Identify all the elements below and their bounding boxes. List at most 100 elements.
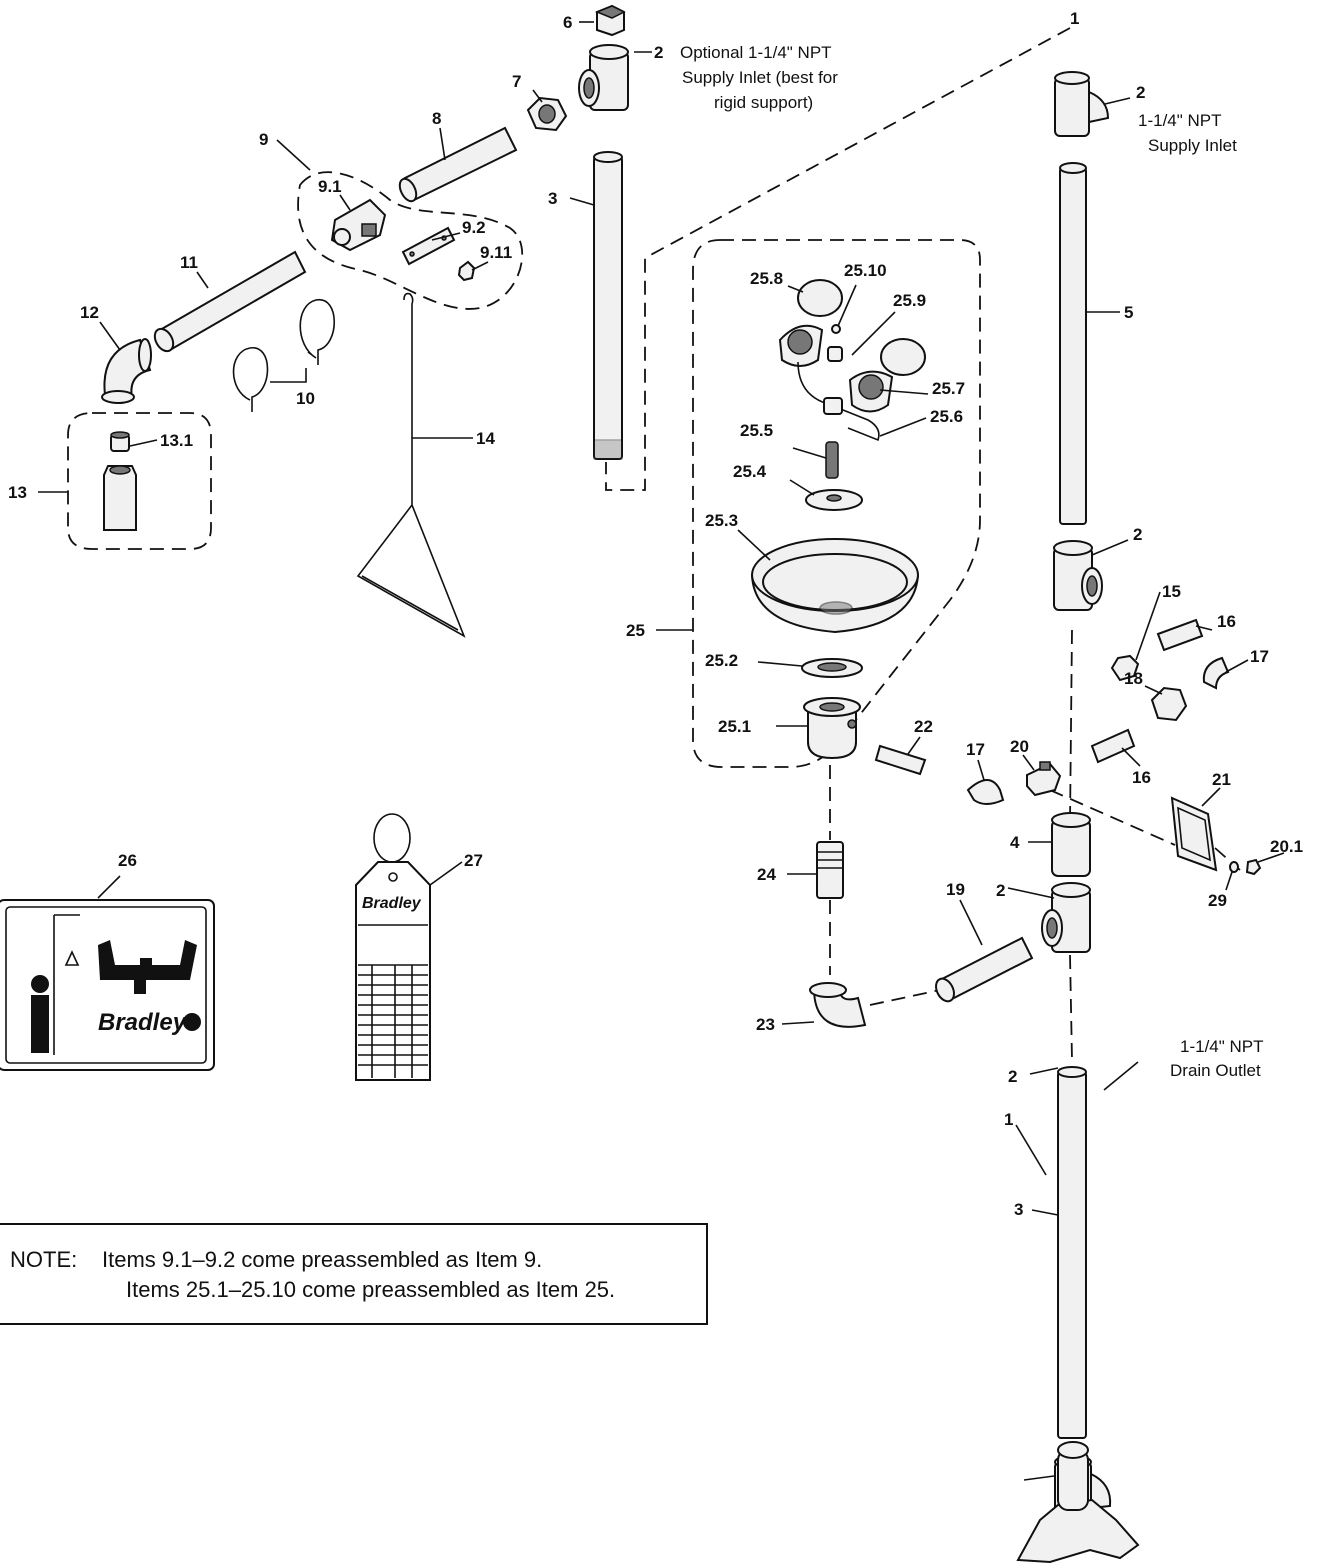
note-line-1: Items 9.1–9.2 come preassembled as Item …	[102, 1247, 543, 1272]
note-box: NOTE: Items 9.1–9.2 come preassembled as…	[0, 1223, 708, 1325]
elbow-part-23	[809, 982, 867, 1028]
washer-part-29	[1229, 861, 1239, 873]
assembly-path-sign-21	[1049, 789, 1176, 846]
svg-text:Drain Outlet: Drain Outlet	[1170, 1061, 1261, 1080]
note-prefix: NOTE:	[10, 1247, 78, 1272]
callout-11: 11	[180, 253, 198, 272]
callout-9-11: 9.11	[480, 243, 512, 262]
union-part-18	[1150, 686, 1188, 722]
callout-16-lower: 16	[1132, 768, 1151, 787]
callout-20: 20	[1010, 737, 1029, 756]
floor-flange-part-1	[1016, 1441, 1140, 1564]
callout-2: 2	[654, 43, 663, 62]
pipe-part-3-lower	[1057, 1066, 1087, 1439]
cover-part-21	[1170, 796, 1218, 872]
clip-part-10	[232, 299, 336, 412]
nut-part-9-11	[457, 260, 476, 282]
pull-rod-part-14	[356, 292, 466, 638]
callout-25-9: 25.9	[893, 291, 926, 310]
svg-text:Supply Inlet (best for: Supply Inlet (best for	[682, 68, 838, 87]
eyewash-head-assembly	[778, 279, 926, 442]
svg-text:rigid support): rigid support)	[714, 93, 813, 112]
callout-12: 12	[80, 303, 99, 322]
assembly-path-lower-pipe	[1069, 629, 1073, 1061]
callout-7: 7	[512, 72, 521, 91]
svg-text:Supply Inlet: Supply Inlet	[1148, 136, 1237, 155]
body-part-25-1	[803, 697, 861, 760]
callout-25-3: 25.3	[705, 511, 738, 530]
callout-2-drain: 2	[1008, 1067, 1017, 1086]
callout-1-top: 1	[1070, 9, 1079, 28]
inspection-tag-part-27: Bradley	[355, 813, 431, 1081]
callout-1-bottom: 1	[1004, 1110, 1013, 1129]
leader-lines	[38, 21, 1285, 1481]
elbow-part-17-lower	[966, 779, 1005, 805]
caption-optional-inlet: Optional 1-1/4" NPT Supply Inlet (best f…	[680, 43, 838, 112]
svg-text:1-1/4" NPT: 1-1/4" NPT	[1138, 111, 1222, 130]
callout-9-1: 9.1	[318, 177, 342, 196]
gasket-part-25-2	[801, 658, 863, 678]
group-outline-item-9	[297, 171, 524, 310]
callout-14: 14	[476, 429, 495, 448]
nut-part-20-1	[1245, 858, 1262, 876]
valve-part-9-1	[330, 198, 387, 252]
svg-text:1-1/4" NPT: 1-1/4" NPT	[1180, 1037, 1264, 1056]
safety-sign-part-26: Bradley	[0, 899, 215, 1071]
nipple-part-16-lower	[1090, 728, 1136, 764]
callout-4: 4	[1010, 833, 1020, 852]
callout-25-10: 25.10	[844, 261, 887, 280]
svg-text:Optional 1-1/4" NPT: Optional 1-1/4" NPT	[680, 43, 832, 62]
callout-5: 5	[1124, 303, 1133, 322]
callout-15: 15	[1162, 582, 1181, 601]
callout-25-5: 25.5	[740, 421, 773, 440]
callout-2-supply: 2	[1136, 83, 1145, 102]
caption-drain-outlet: 1-1/4" NPT Drain Outlet	[1170, 1037, 1264, 1080]
tee-part-2-optional	[578, 44, 629, 111]
note-line-2: Items 25.1–25.10 come preassembled as It…	[126, 1277, 616, 1302]
callout-8: 8	[432, 109, 441, 128]
callout-29: 29	[1208, 891, 1227, 910]
nipple-part-25-5	[825, 441, 839, 479]
callout-25-2: 25.2	[705, 651, 738, 670]
callout-16-upper: 16	[1217, 612, 1236, 631]
tee-part-2-middle	[1053, 540, 1103, 611]
elbow-part-17-upper	[1202, 656, 1230, 690]
callout-9: 9	[259, 130, 268, 149]
callout-2-lower: 2	[996, 881, 1005, 900]
callout-26: 26	[118, 851, 137, 870]
coupling-part-4	[1051, 812, 1091, 877]
plug-part-6	[594, 4, 626, 37]
callout-22: 22	[914, 717, 933, 736]
fitting-part-13-1	[110, 431, 130, 452]
pipe-part-3-upper	[593, 151, 623, 460]
tag-brand-text: Bradley	[362, 895, 422, 912]
tee-part-2-lower	[1041, 882, 1091, 953]
tee-part-2-supply	[1054, 71, 1110, 137]
callout-labels: 6 2 7 8 9 9.1 9.2 9.11 11 12 10 13 13.1 …	[8, 9, 1303, 1219]
callout-17: 17	[966, 740, 985, 759]
callout-6: 6	[563, 13, 572, 32]
callout-10: 10	[296, 389, 315, 408]
callout-25-4: 25.4	[733, 462, 767, 481]
flange-part-25-4	[805, 489, 863, 511]
callout-9-2: 9.2	[462, 218, 486, 237]
assembly-path-19-23	[869, 989, 941, 1006]
nipple-part-22	[874, 744, 927, 776]
callout-17-upper: 17	[1250, 647, 1269, 666]
elbow-part-12	[101, 338, 152, 404]
callout-3: 3	[548, 189, 557, 208]
nipple-part-16-upper	[1156, 618, 1204, 652]
caption-supply-inlet: 1-1/4" NPT Supply Inlet	[1138, 111, 1237, 155]
callout-24: 24	[757, 865, 776, 884]
hex-bushing-part-7	[526, 96, 568, 132]
callout-25-6: 25.6	[930, 407, 963, 426]
pipe-part-8	[398, 126, 518, 203]
assembly-path-top	[605, 27, 1071, 491]
pipe-part-11	[153, 250, 307, 353]
callout-2-middle: 2	[1133, 525, 1142, 544]
callout-25-7: 25.7	[932, 379, 965, 398]
callout-23: 23	[756, 1015, 775, 1034]
bushing-part-15	[1110, 654, 1140, 682]
callout-25-1: 25.1	[718, 717, 751, 736]
